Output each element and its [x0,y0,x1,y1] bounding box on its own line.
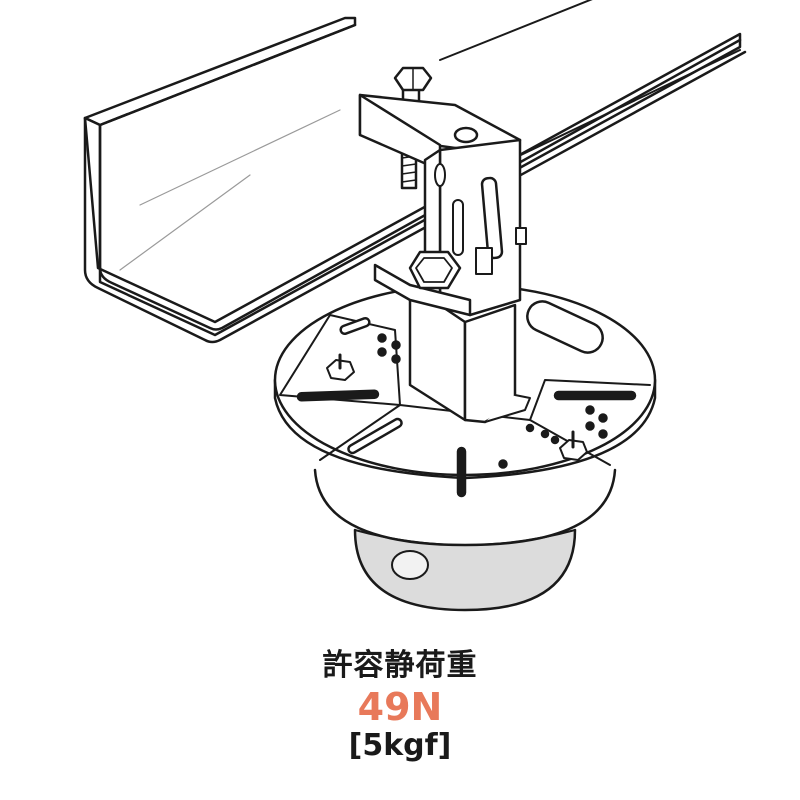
dome-camera [313,468,617,612]
clamp-top-hole [453,126,479,144]
hex-nut-icon [559,430,588,461]
hex-nut-icon [326,353,355,381]
beam-highlight [119,174,251,271]
hole [598,429,608,439]
camera-lens-window [391,550,429,580]
clamp-arm-slot-2 [452,199,464,256]
hole [377,347,387,357]
hole [598,413,608,423]
side-screw [475,227,527,275]
hole [540,429,550,439]
base-plate-rib-right [529,379,651,421]
slot-back-right [526,300,604,354]
lower-bracket-mid-plate [373,263,472,317]
hole [585,405,595,415]
beam-highlight-2 [139,109,341,206]
allowable-static-load-label: 許容静荷重 [322,648,478,683]
hole [550,435,560,445]
beam-clamp-bracket [358,66,531,424]
beam-back-line [439,0,593,61]
camera-housing-lip [354,529,576,546]
hole [377,333,387,343]
hole [391,340,401,350]
load-caption: 許容静荷重 49N [5kgf] [0,646,800,764]
lower-bracket-foot [484,394,531,423]
slot-back-left [339,316,371,336]
beam-flange-edge [98,38,742,331]
hole [391,354,401,364]
beam-top-face [83,16,357,127]
slot-front [456,446,467,498]
slot-left [296,389,380,402]
hex-nut-icon [408,250,462,290]
steel-angle-beam [83,0,747,344]
hole [498,459,508,469]
slot-front-left [347,417,403,455]
beam-web-outline [83,50,747,344]
hole [585,421,595,431]
beam-back-line-2 [499,49,741,166]
camera-mount-illustration [83,0,747,612]
load-value-newton: 49N [357,685,443,729]
base-plate-rib-left [279,314,401,406]
load-value-kgf: [5kgf] [348,728,452,763]
slot-right [553,390,637,401]
clamp-side-hole [434,163,446,187]
clamp-arm-slot [480,176,504,260]
beam-top-edge [98,23,357,127]
hole [525,423,535,433]
